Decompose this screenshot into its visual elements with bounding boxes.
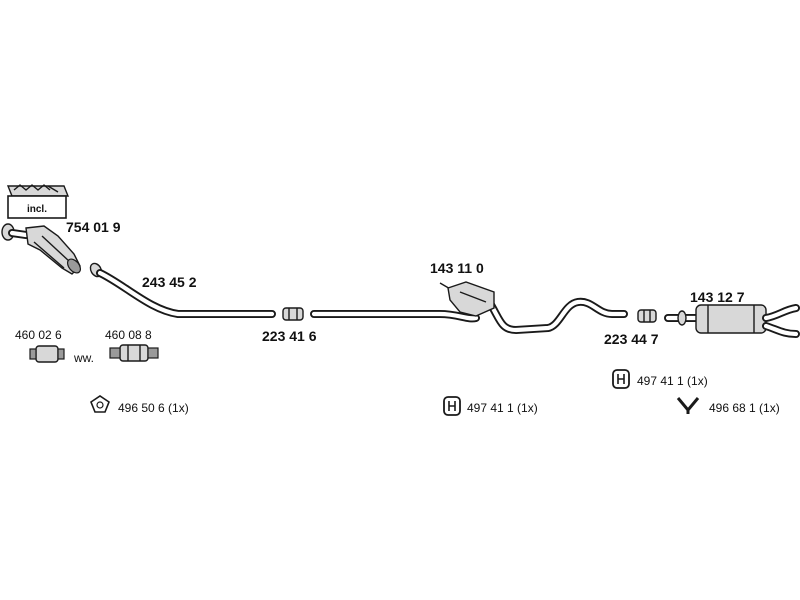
- connector-2-number: 223 44 7: [604, 331, 659, 347]
- middle-silencer-part: [439, 281, 495, 317]
- option-a-part: [29, 345, 65, 363]
- catalytic-converter-part: [1, 223, 82, 275]
- option-b-part: [109, 344, 159, 362]
- y-hanger-icon: [676, 397, 700, 414]
- connector-1-number: 223 41 6: [262, 328, 317, 344]
- accessory-label-2: 497 41 1 (1x): [467, 401, 538, 415]
- mounting-kit-box-icon: [6, 184, 70, 219]
- front-pipe-part: [89, 262, 276, 318]
- middle-silencer-number: 143 11 0: [430, 260, 484, 276]
- connector-2-part: [637, 309, 657, 323]
- option-separator: ww.: [73, 351, 94, 365]
- accessory-label-4: 496 68 1 (1x): [709, 401, 780, 415]
- rubber-mount-icon: [443, 396, 461, 416]
- rubber-mount-icon: [612, 369, 630, 389]
- connector-1-part: [282, 307, 304, 321]
- kit-incl-label: incl.: [27, 204, 47, 215]
- catalytic-converter-number: 754 01 9: [66, 219, 121, 235]
- middle-pipe-part: [310, 296, 628, 334]
- accessory-label-1: 496 50 6 (1x): [118, 401, 189, 415]
- gasket-ring-icon: [90, 395, 110, 413]
- option-a-number: 460 02 6: [15, 328, 62, 342]
- rear-silencer-number: 143 12 7: [690, 289, 745, 305]
- rear-silencer-part: [664, 304, 800, 338]
- accessory-label-3: 497 41 1 (1x): [637, 374, 708, 388]
- front-pipe-number: 243 45 2: [142, 274, 197, 290]
- option-b-number: 460 08 8: [105, 328, 152, 342]
